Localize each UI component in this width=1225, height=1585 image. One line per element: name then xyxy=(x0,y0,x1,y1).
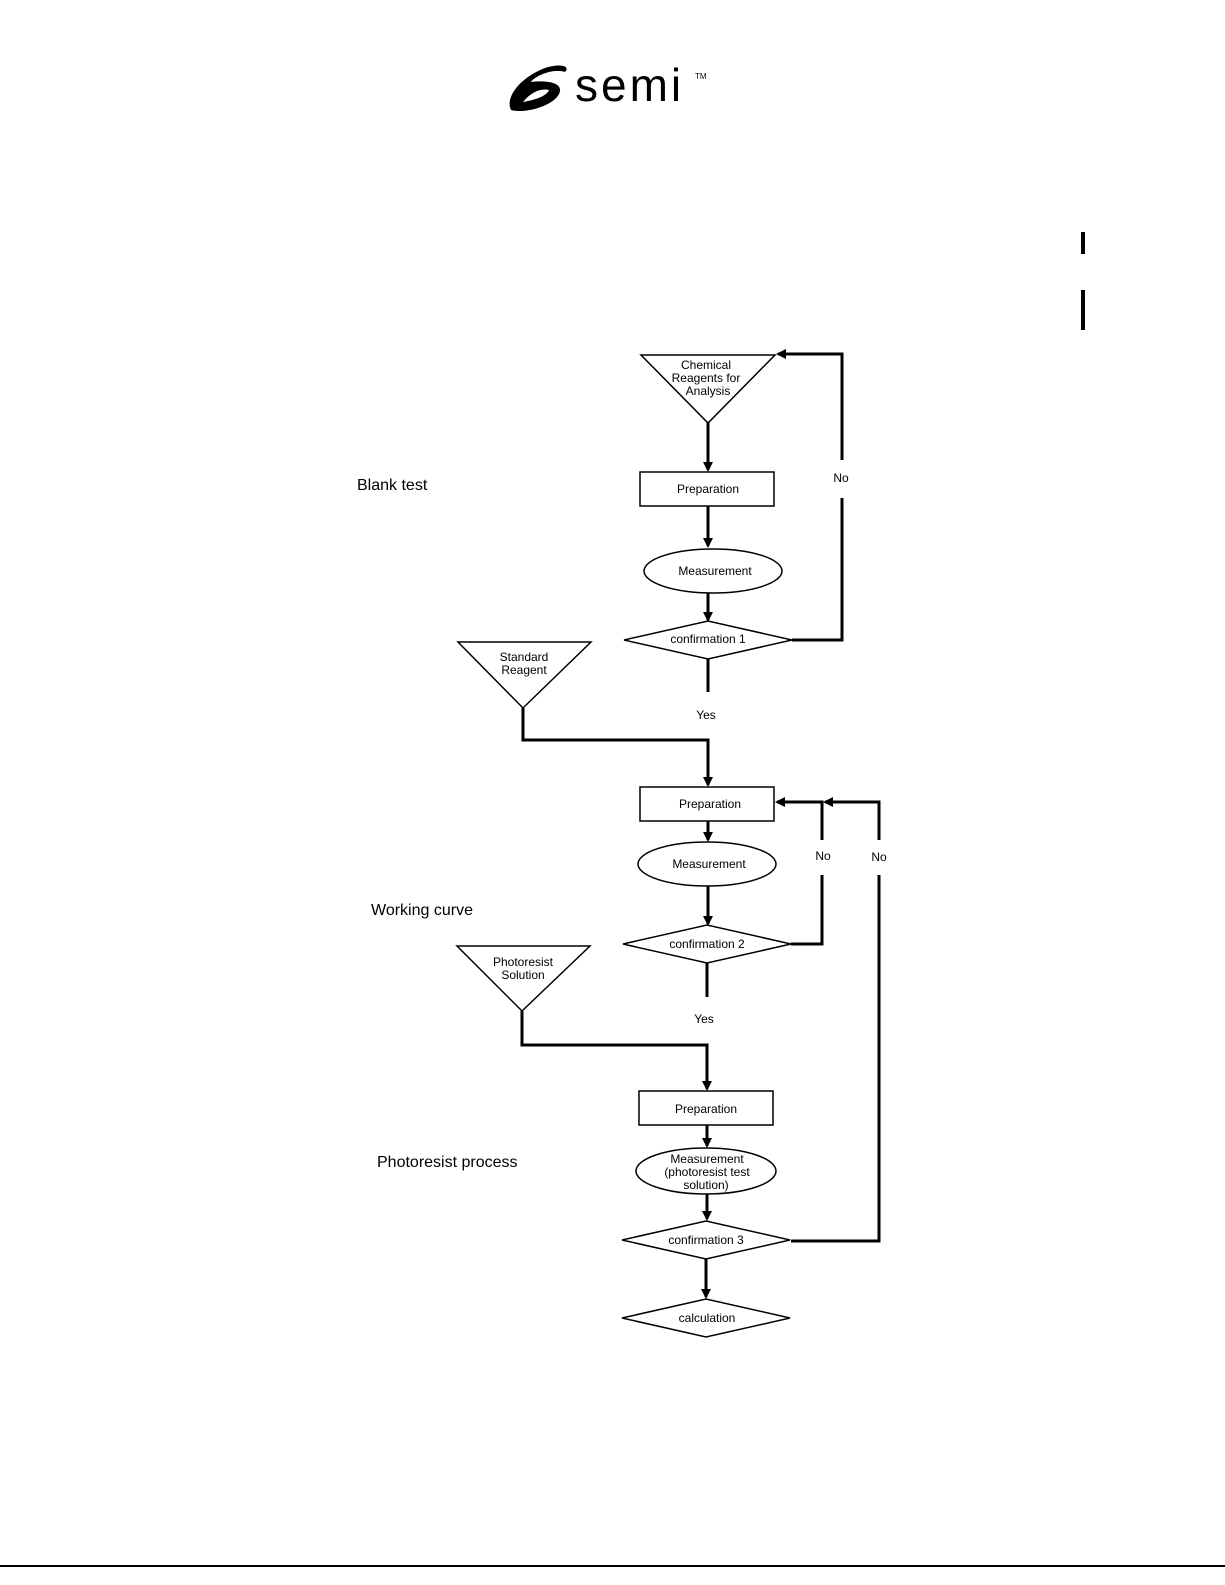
node-photoresist-solution: Photoresist Solution xyxy=(457,946,590,1011)
section-label-photoresist-process: Photoresist process xyxy=(377,1154,518,1171)
edge-label-no: No xyxy=(815,849,831,863)
node-label: Preparation xyxy=(675,1102,737,1116)
node-label-line: Reagent xyxy=(501,663,547,677)
edge-arrow xyxy=(825,802,879,840)
node-chemical-reagents: Chemical Reagents for Analysis xyxy=(641,355,775,423)
node-preparation-1: Preparation xyxy=(640,472,774,506)
node-label-line: Solution xyxy=(501,968,544,982)
edge-arrow xyxy=(522,1011,707,1089)
node-label: Measurement xyxy=(678,564,752,578)
node-label-line: Photoresist xyxy=(493,955,554,969)
node-label: Preparation xyxy=(677,482,739,496)
node-label-line: Analysis xyxy=(686,384,731,398)
node-label: confirmation 3 xyxy=(668,1233,744,1247)
node-measurement-3: Measurement (photoresist test solution) xyxy=(636,1148,776,1194)
edge-line xyxy=(791,875,822,944)
edge-line xyxy=(792,498,842,640)
node-label: confirmation 1 xyxy=(670,632,746,646)
edge-arrow xyxy=(777,802,822,840)
node-label-line: Chemical xyxy=(681,358,731,372)
edge-label-yes: Yes xyxy=(694,1012,714,1026)
node-confirmation-2: confirmation 2 xyxy=(623,925,791,963)
edge-label-no: No xyxy=(833,471,849,485)
node-confirmation-3: confirmation 3 xyxy=(622,1221,790,1259)
footer-rule xyxy=(0,1565,1225,1567)
node-measurement-2: Measurement xyxy=(638,842,776,886)
edge-line xyxy=(791,875,879,1241)
node-label-line: solution) xyxy=(683,1178,728,1192)
edge-arrow xyxy=(778,354,842,460)
node-preparation-3: Preparation xyxy=(639,1091,773,1125)
node-label: Measurement xyxy=(672,857,746,871)
node-label: Preparation xyxy=(679,797,741,811)
node-confirmation-1: confirmation 1 xyxy=(624,621,792,659)
node-label: calculation xyxy=(679,1311,736,1325)
node-label-line: Measurement xyxy=(670,1152,744,1166)
node-label-line: Reagents for xyxy=(672,371,741,385)
node-label-line: Standard xyxy=(500,650,549,664)
node-preparation-2: Preparation xyxy=(640,787,774,821)
edge-label-yes: Yes xyxy=(696,708,716,722)
node-label: confirmation 2 xyxy=(669,937,745,951)
section-label-blank-test: Blank test xyxy=(357,477,428,494)
edge-arrow xyxy=(523,708,708,785)
node-standard-reagent: Standard Reagent xyxy=(458,642,591,708)
node-measurement-1: Measurement xyxy=(644,549,782,593)
edge-label-no: No xyxy=(871,850,887,864)
node-label-line: (photoresist test xyxy=(664,1165,750,1179)
node-calculation: calculation xyxy=(622,1299,790,1337)
section-label-working-curve: Working curve xyxy=(371,902,473,919)
